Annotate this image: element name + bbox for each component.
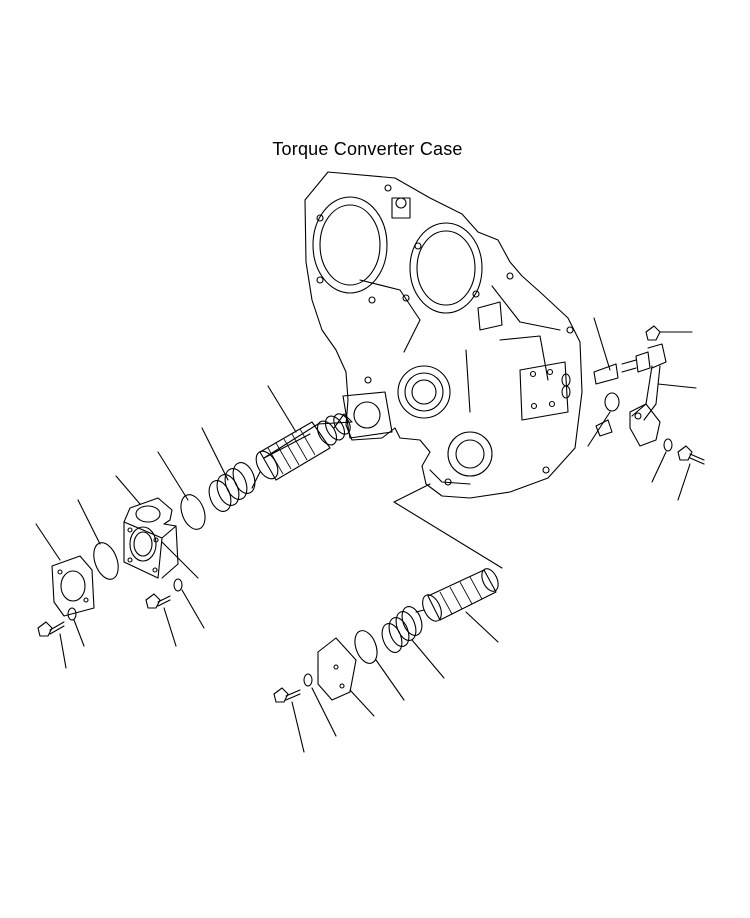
washer-right	[663, 438, 673, 452]
spring-left	[208, 462, 256, 512]
washer-left	[67, 607, 77, 621]
diagram-title: Torque Converter Case	[272, 139, 463, 159]
leader-line	[77, 499, 101, 545]
bolt-right	[677, 445, 705, 465]
plug	[645, 325, 661, 341]
leader-line	[181, 589, 205, 629]
leader-line	[35, 523, 61, 561]
leader-line	[375, 659, 405, 701]
bolt-housing	[145, 593, 171, 609]
o-ring-left	[180, 494, 206, 530]
leader-line	[157, 451, 189, 501]
leader-lines	[35, 317, 697, 753]
tube-pipe	[631, 365, 661, 421]
leader-line	[411, 639, 445, 679]
leader-line	[59, 633, 67, 669]
leader-line	[349, 689, 375, 717]
elbow-fitting	[621, 343, 667, 373]
leader-line	[291, 701, 305, 753]
leader-line	[161, 541, 199, 579]
o-ring-outer-left	[93, 542, 119, 580]
strainer-housing	[123, 497, 179, 579]
spring-lower	[381, 606, 423, 653]
strainer-element-left	[251, 413, 353, 489]
bolt-left	[37, 621, 65, 637]
leader-line	[657, 383, 697, 389]
leader-line	[267, 385, 297, 433]
washer-lower	[303, 673, 313, 687]
leader-line	[201, 427, 229, 481]
leader-line	[465, 611, 499, 643]
leader-line	[593, 317, 611, 371]
connector	[561, 363, 620, 437]
cover-plate-lower	[317, 637, 357, 701]
leader-line	[73, 619, 85, 647]
leader-line	[587, 411, 611, 447]
tube-clamp	[629, 403, 661, 447]
cover-plate-left	[51, 555, 95, 617]
leader-line	[311, 687, 337, 737]
torque-converter-case	[304, 171, 583, 499]
leader-line	[677, 463, 691, 501]
washer-housing	[173, 578, 183, 592]
bolt-lower	[273, 687, 301, 703]
o-ring-lower	[354, 630, 378, 664]
strainer-element-lower	[415, 568, 499, 622]
leader-line	[163, 607, 177, 647]
leader-line	[393, 483, 503, 569]
leader-line	[115, 475, 141, 505]
leader-line	[651, 451, 667, 483]
